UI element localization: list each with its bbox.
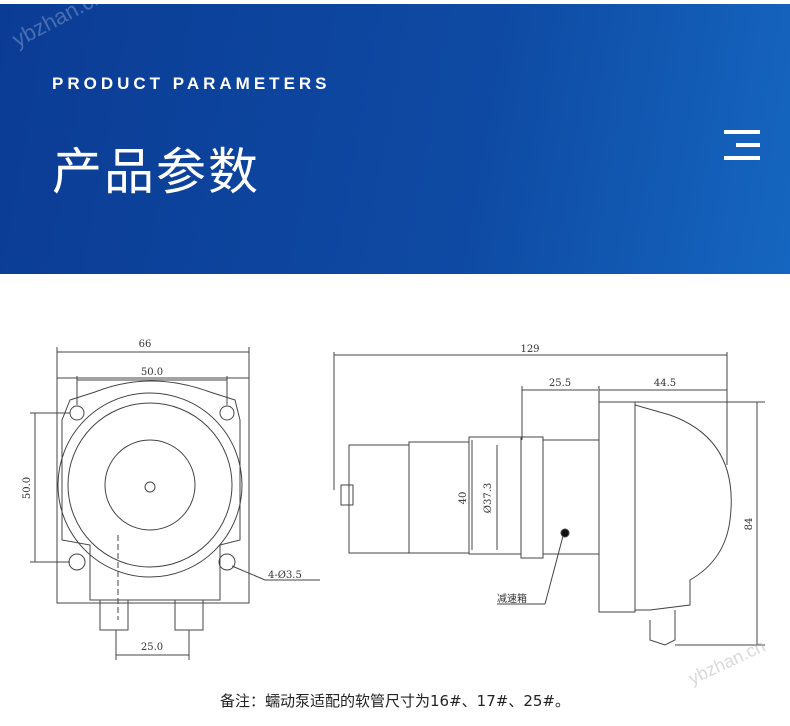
dim-length: 129	[520, 344, 539, 355]
dim-hole-v: 50.0	[22, 477, 33, 499]
watermark: ybzhan.cn	[8, 0, 109, 53]
footer-note: 备注：蠕动泵适配的软管尺寸为16#、17#、25#。	[220, 692, 570, 710]
gearbox-label: 减速箱	[497, 592, 527, 605]
technical-drawing: 66 50.0 50.0 4-Ø3.5 25.0 129 25.5 44.5 4…	[22, 339, 765, 660]
dim-height: 84	[744, 518, 755, 531]
page-subtitle: PRODUCT PARAMETERS	[52, 74, 331, 93]
header-banner: ybzhan.cn PRODUCT PARAMETERS 产品参数	[0, 0, 790, 274]
dim-port-spacing: 25.0	[141, 642, 163, 653]
dim-gearbox-len: 25.5	[549, 378, 571, 389]
dim-hole-h: 50.0	[141, 367, 163, 378]
menu-icon[interactable]	[724, 130, 760, 164]
dim-head-len: 44.5	[654, 378, 676, 389]
side-view	[333, 352, 765, 646]
dim-hole-spec: 4-Ø3.5	[268, 570, 302, 581]
dim-motor-dia: 40	[458, 492, 469, 505]
dim-gearbox-dia: Ø37.3	[483, 483, 494, 513]
dim-width: 66	[139, 339, 152, 350]
front-view	[30, 347, 320, 660]
page-title: 产品参数	[52, 143, 260, 201]
